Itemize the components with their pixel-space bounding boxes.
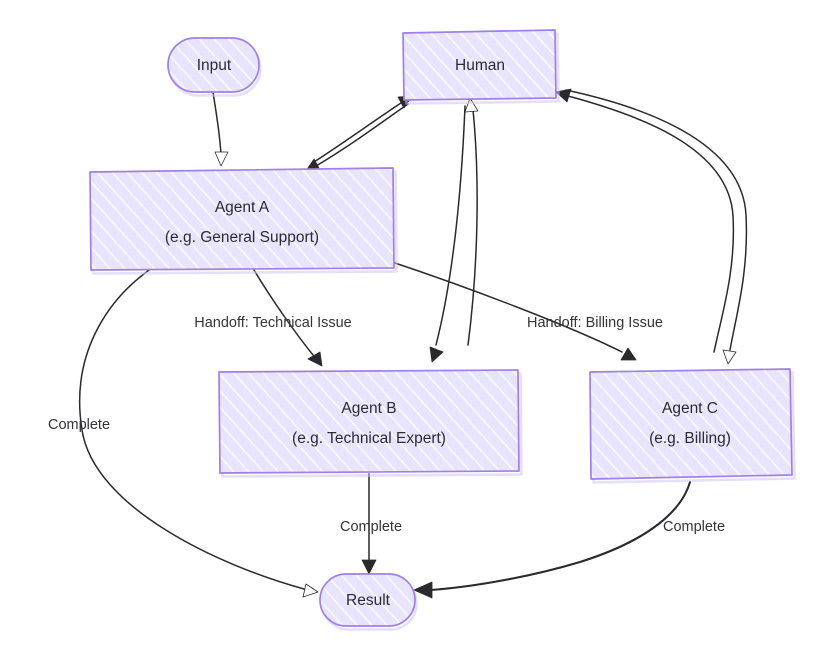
node-human[interactable]: Human: [402, 29, 560, 105]
edge-label-complete-a: Complete: [48, 417, 110, 433]
node-agent-c-label-primary: Agent C: [662, 400, 718, 417]
edge-agent-c-to-result[interactable]: [413, 480, 692, 599]
edge-label-handoff-technical: Handoff: Technical Issue: [194, 315, 351, 331]
edge-label-complete-c: Complete: [663, 519, 725, 535]
node-human-label: Human: [455, 57, 505, 74]
edge-label-complete-b: Complete: [340, 519, 402, 535]
node-agent-c[interactable]: Agent C (e.g. Billing): [589, 368, 796, 484]
edge-agent-b-to-result[interactable]: [361, 473, 377, 575]
node-result-label: Result: [346, 592, 391, 609]
edge-agent-a-to-agent-b[interactable]: [253, 269, 323, 367]
node-agent-a-label-secondary: (e.g. General Support): [165, 229, 319, 246]
node-input-label: Input: [197, 57, 232, 74]
node-agent-b-label-secondary: (e.g. Technical Expert): [292, 430, 446, 447]
node-input[interactable]: Input: [167, 37, 262, 97]
node-agent-a[interactable]: Agent A (e.g. General Support): [89, 167, 398, 275]
nodes-layer: Input Human Agent A (e.g. General Suppor…: [89, 29, 796, 631]
node-agent-c-label-secondary: (e.g. Billing): [649, 430, 731, 447]
edge-agent-b-to-human[interactable]: [429, 97, 479, 363]
edge-agent-c-to-human[interactable]: [555, 88, 748, 365]
edge-labels-layer: Handoff: Technical Issue Handoff: Billin…: [48, 315, 725, 535]
edge-agent-a-to-agent-c[interactable]: [391, 261, 637, 361]
edge-agent-a-to-result[interactable]: [78, 267, 319, 598]
node-agent-a-label-primary: Agent A: [215, 199, 270, 216]
node-agent-b-label-primary: Agent B: [341, 400, 396, 417]
edge-input-to-agent-a[interactable]: [212, 91, 229, 167]
edges-layer: [78, 88, 748, 599]
node-result[interactable]: Result: [319, 573, 418, 631]
node-agent-b[interactable]: Agent B (e.g. Technical Expert): [218, 369, 523, 478]
edge-agent-a-to-human[interactable]: [305, 95, 413, 172]
edge-label-handoff-billing: Handoff: Billing Issue: [527, 315, 663, 331]
